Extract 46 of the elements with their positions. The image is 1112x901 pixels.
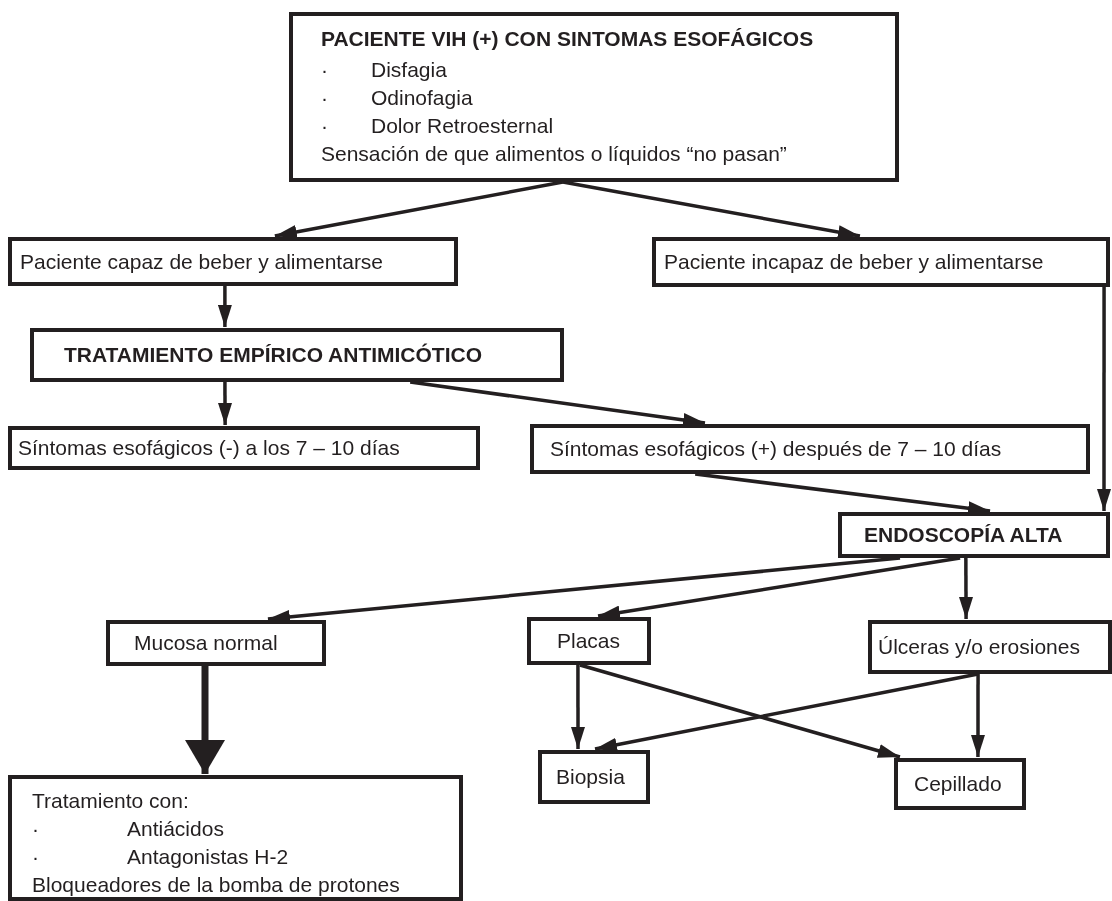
box-text: · Antagonistas H-2: [32, 844, 290, 870]
process-box: [30, 328, 564, 382]
arrow: [579, 663, 901, 759]
process-box: [538, 750, 650, 804]
box-heading: PACIENTE VIH (+) CON SINTOMAS ESOFÁGICOS: [321, 26, 815, 52]
box-heading: TRATAMIENTO EMPÍRICO ANTIMICÓTICO: [64, 342, 484, 368]
arrow: [218, 382, 232, 425]
arrow: [217, 286, 232, 327]
process-box: [838, 512, 1110, 558]
arrow: [571, 665, 585, 749]
process-box: [652, 237, 1110, 287]
process-box: [894, 758, 1026, 810]
box-text: · Dolor Retroesternal: [321, 113, 555, 139]
arrow: [274, 180, 564, 239]
box-text: · Odinofagia: [321, 85, 474, 111]
process-box: [530, 424, 1090, 474]
arrow: [597, 556, 961, 620]
arrow: [959, 558, 973, 619]
arrow: [409, 380, 706, 427]
process-box: [527, 617, 651, 665]
box-text: Biopsia: [556, 764, 626, 790]
arrow: [971, 674, 985, 757]
process-box: [868, 620, 1112, 674]
process-box: [8, 775, 463, 901]
process-box: [106, 620, 326, 666]
box-text: Síntomas esofágicos (+) después de 7 – 10 días: [550, 436, 1003, 462]
box-text: Sensación de que alimentos o líquidos “no pasan”: [321, 141, 788, 167]
box-text: Síntomas esofágicos (-) a los 7 – 10 días: [18, 435, 401, 461]
arrow: [1097, 287, 1111, 511]
box-text: Tratamiento con:: [32, 788, 190, 814]
box-text: · Disfagia: [321, 57, 448, 83]
box-text: Úlceras y/o erosiones: [878, 634, 1081, 660]
process-box: [289, 12, 899, 182]
box-text: Bloqueadores de la bomba de protones: [32, 872, 401, 898]
box-text: Mucosa normal: [134, 630, 279, 656]
box-text: · Antiácidos: [32, 816, 225, 842]
box-heading: ENDOSCOPÍA ALTA: [864, 522, 1064, 548]
process-box: [8, 426, 480, 470]
box-text: Placas: [557, 628, 622, 654]
arrow: [594, 672, 979, 752]
arrow: [562, 180, 861, 239]
box-text: Paciente incapaz de beber y alimentarse: [664, 249, 1045, 275]
arrow: [185, 666, 225, 774]
box-text: Paciente capaz de beber y alimentarse: [20, 248, 385, 275]
process-box: [8, 237, 458, 286]
box-text: Cepillado: [914, 771, 1003, 797]
